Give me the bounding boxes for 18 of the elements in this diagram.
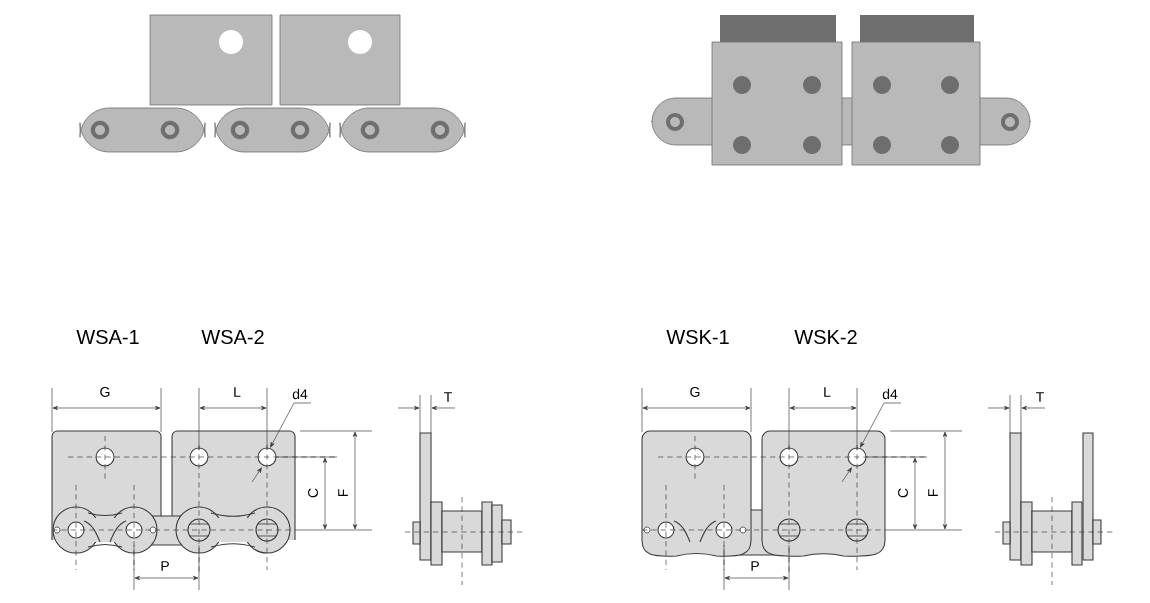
dimension-label: F [338, 489, 348, 497]
dimension-label: P [161, 561, 169, 571]
model-label: WSA-2 [201, 329, 264, 345]
dimension-label: L [234, 387, 241, 397]
dimension-label: d4 [882, 388, 898, 400]
dimension-label: G [100, 387, 110, 397]
dimension-label: T [1036, 392, 1044, 402]
dimension-label: G [690, 387, 700, 397]
dimension-label: C [308, 488, 318, 498]
dimension-label: F [928, 489, 938, 497]
model-label: WSK-2 [794, 329, 857, 345]
dimension-label: P [751, 561, 759, 571]
dimension-label: L [824, 387, 831, 397]
model-label: WSK-1 [666, 329, 729, 345]
model-label: WSA-1 [76, 329, 139, 345]
dimension-label: d4 [292, 388, 308, 400]
dimension-label: C [898, 488, 908, 498]
dimension-label: T [444, 392, 452, 402]
